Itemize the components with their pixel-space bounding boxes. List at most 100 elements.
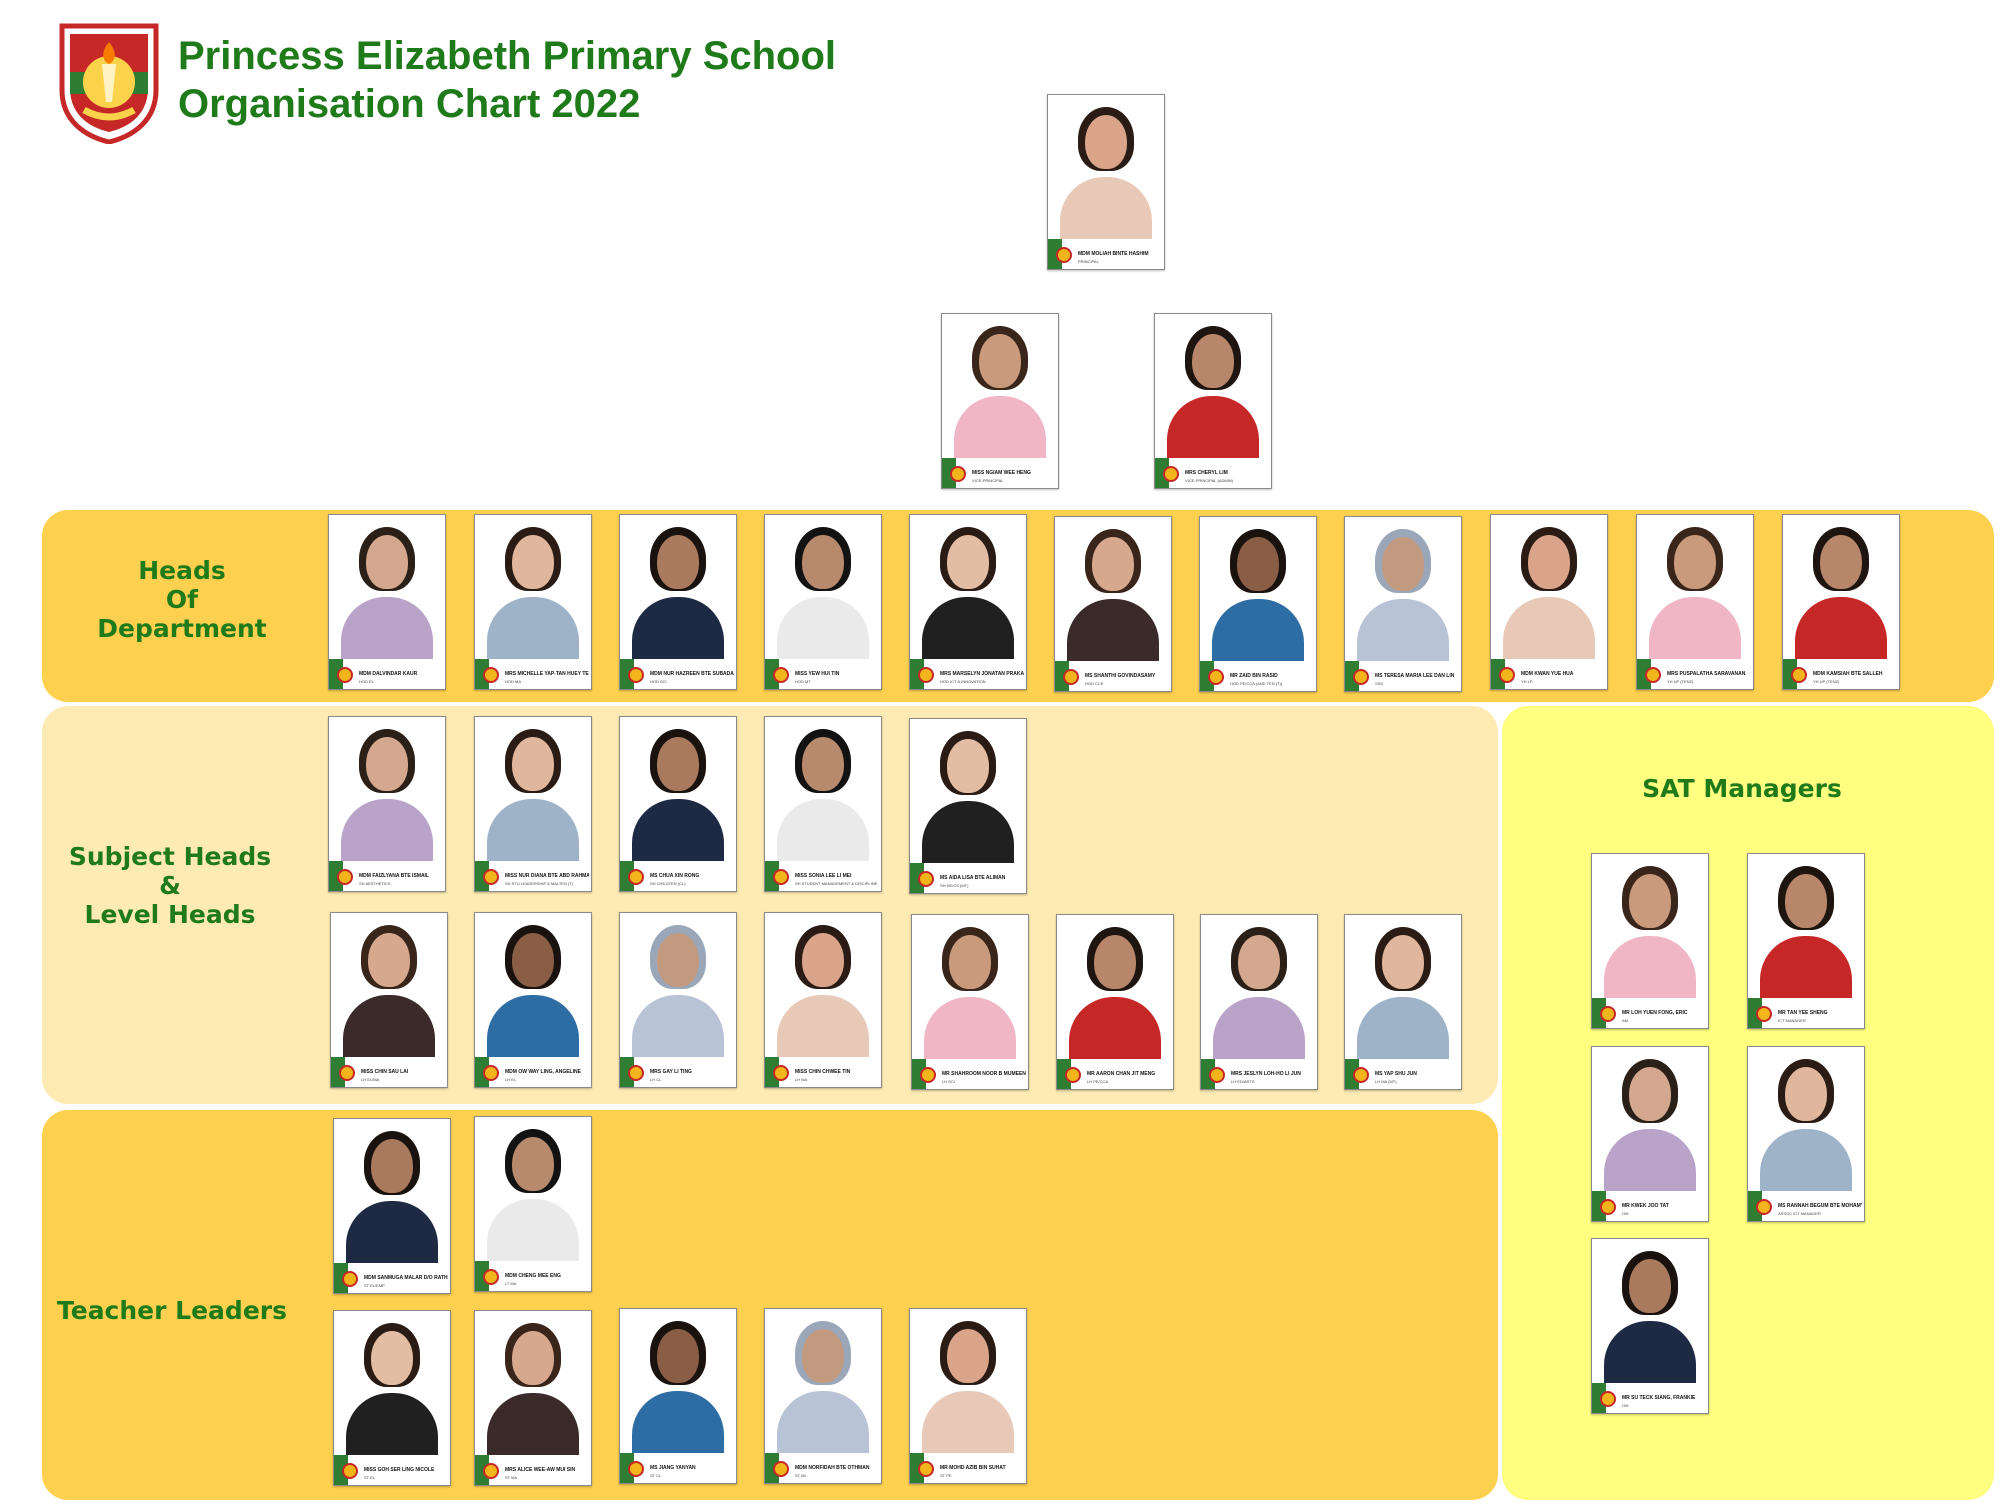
- school-badge-icon: [1791, 667, 1807, 683]
- portrait-face: [512, 737, 554, 791]
- school-badge-icon: [1056, 247, 1072, 263]
- person-name: MDM DALVINDAR KAUR: [359, 671, 418, 677]
- portrait-photo: [624, 721, 732, 861]
- person-role: AM: [1622, 1018, 1628, 1023]
- person-name: MISS CHIN CHWEE TIN: [795, 1069, 851, 1075]
- person-role: HOD ICT & INNOVATION: [940, 679, 986, 684]
- portrait-photo: [914, 723, 1022, 863]
- portrait-photo: [624, 1313, 732, 1453]
- person-card: MRS MARSELYN JONATAN PRAKARSAHHOD ICT & …: [909, 514, 1027, 690]
- person-card: MDM FAIZLYANA BTE ISMAIL SH AESTHETICS: [328, 716, 446, 892]
- portrait-photo: [1349, 521, 1457, 661]
- portrait-photo: [916, 919, 1024, 1059]
- person-role: HOD CCE: [1085, 681, 1104, 686]
- portrait-face: [1237, 537, 1279, 591]
- portrait-clothing: [1069, 997, 1161, 1059]
- person-role: SH AESTHETICS: [359, 881, 391, 886]
- portrait-clothing: [1760, 936, 1852, 998]
- person-card: MDM DALVINDAR KAUR HOD EL: [328, 514, 446, 690]
- portrait-photo: [1596, 1243, 1704, 1383]
- school-badge-icon: [483, 1065, 499, 1081]
- school-badge-icon: [337, 667, 353, 683]
- school-crest-torch-icon: [59, 23, 159, 145]
- label-teacher-leaders: Teacher Leaders: [57, 1296, 287, 1325]
- portrait-clothing: [346, 1393, 438, 1455]
- person-name: MISS CHIN SAU LAI: [361, 1069, 409, 1075]
- person-name: MRS ALICE WEE-AW MUI SIN: [505, 1467, 576, 1473]
- person-name: MRS PUSPALATHA SARAVANAN: [1667, 671, 1746, 677]
- portrait-clothing: [1213, 997, 1305, 1059]
- person-name: MDM FAIZLYANA BTE ISMAIL: [359, 873, 430, 879]
- portrait-face: [802, 1329, 844, 1383]
- person-role: OM: [1622, 1403, 1629, 1408]
- portrait-clothing: [632, 995, 724, 1057]
- person-role: LH CL: [650, 1077, 662, 1082]
- portrait-clothing: [341, 597, 433, 659]
- portrait-face: [512, 535, 554, 589]
- person-card: MS SHANTHI GOVINDASAMY HOD CCE: [1054, 516, 1172, 692]
- person-role: ASSOC ICT MANAGER: [1778, 1211, 1821, 1216]
- person-role: ST ML: [795, 1473, 807, 1478]
- person-name: MDM OW WAY LING, ANGELINE: [505, 1069, 581, 1075]
- portrait-photo: [479, 721, 587, 861]
- person-name: MDM MOLIAH BINTE HASHIM: [1078, 251, 1149, 257]
- person-role: HOD MT: [795, 679, 811, 684]
- portrait-clothing: [632, 799, 724, 861]
- portrait-clothing: [632, 597, 724, 659]
- portrait-face: [512, 1137, 554, 1191]
- school-badge-icon: [1756, 1006, 1772, 1022]
- person-role: ST EL: [364, 1475, 376, 1480]
- person-role: LH EL: [505, 1077, 517, 1082]
- person-name: MS SHANTHI GOVINDASAMY: [1085, 673, 1156, 679]
- portrait-clothing: [346, 1201, 438, 1263]
- person-name: MS TERESA MARIA LEE DAN LIN: [1375, 673, 1455, 679]
- portrait-face: [368, 933, 410, 987]
- portrait-face: [366, 737, 408, 791]
- person-card: MS TERESA MARIA LEE DAN LIN SSD: [1344, 516, 1462, 692]
- portrait-clothing: [924, 997, 1016, 1059]
- portrait-face: [371, 1139, 413, 1193]
- portrait-photo: [624, 917, 732, 1057]
- chart-title-line2: Organisation Chart 2022: [178, 82, 641, 126]
- person-name: MR TAN YEE SHENG: [1778, 1010, 1828, 1016]
- person-role: YH UP (TENZ): [1813, 679, 1840, 684]
- portrait-photo: [946, 318, 1054, 458]
- portrait-face: [1382, 537, 1424, 591]
- person-name: MS CHUA XIN RONG: [650, 873, 700, 879]
- school-badge-icon: [628, 869, 644, 885]
- portrait-clothing: [341, 799, 433, 861]
- school-badge-icon: [918, 1461, 934, 1477]
- person-name: MR SHAHROOM NOOR B MUMEEN MUHAMED: [942, 1071, 1026, 1077]
- portrait-photo: [338, 1315, 446, 1455]
- person-role: HOD EL: [359, 679, 374, 684]
- portrait-face: [1785, 874, 1827, 928]
- portrait-photo: [1752, 858, 1860, 998]
- portrait-photo: [624, 519, 732, 659]
- school-badge-icon: [342, 1463, 358, 1479]
- portrait-clothing: [1795, 597, 1887, 659]
- portrait-face: [512, 933, 554, 987]
- portrait-clothing: [1649, 597, 1741, 659]
- school-badge-icon: [918, 871, 934, 887]
- person-name: MDM KAMSIAH BTE SALLEH: [1813, 671, 1883, 677]
- portrait-photo: [1205, 919, 1313, 1059]
- person-role: LT MA: [505, 1281, 517, 1286]
- person-role: ST EL/EMP: [364, 1283, 385, 1288]
- portrait-face: [802, 737, 844, 791]
- portrait-face: [657, 737, 699, 791]
- school-badge-icon: [773, 1461, 789, 1477]
- person-name: MS AIDA LISA BTE ALIMAN: [940, 875, 1006, 881]
- person-name: MISS SONIA LEE LI MEI: [795, 873, 852, 879]
- portrait-photo: [1752, 1051, 1860, 1191]
- person-name: MS RANNAH BEGUM BTE MOHAMYADEEN ADBUL KA…: [1778, 1203, 1862, 1209]
- person-role: SSD: [1375, 681, 1384, 686]
